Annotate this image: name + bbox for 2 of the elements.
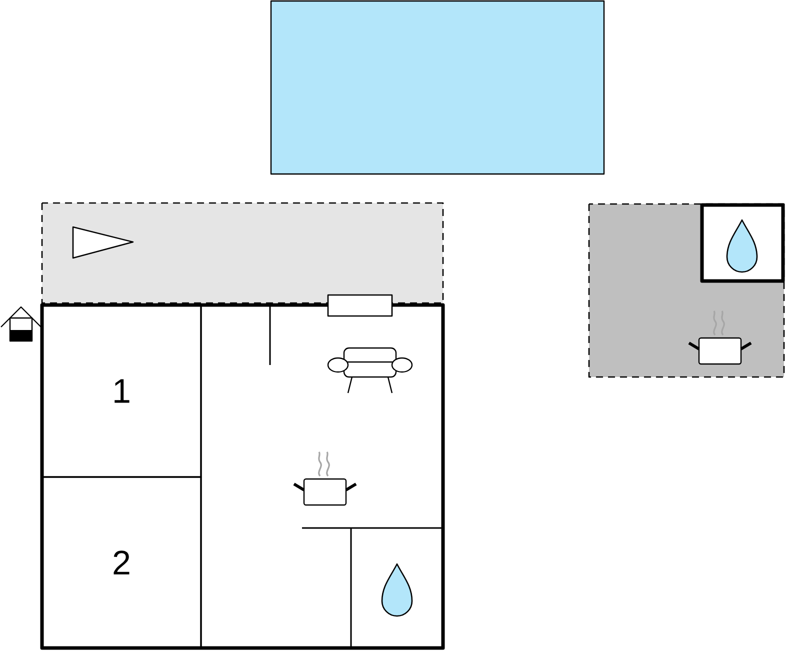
node-label: 1 [114,379,130,403]
room: 2 [41,476,202,649]
